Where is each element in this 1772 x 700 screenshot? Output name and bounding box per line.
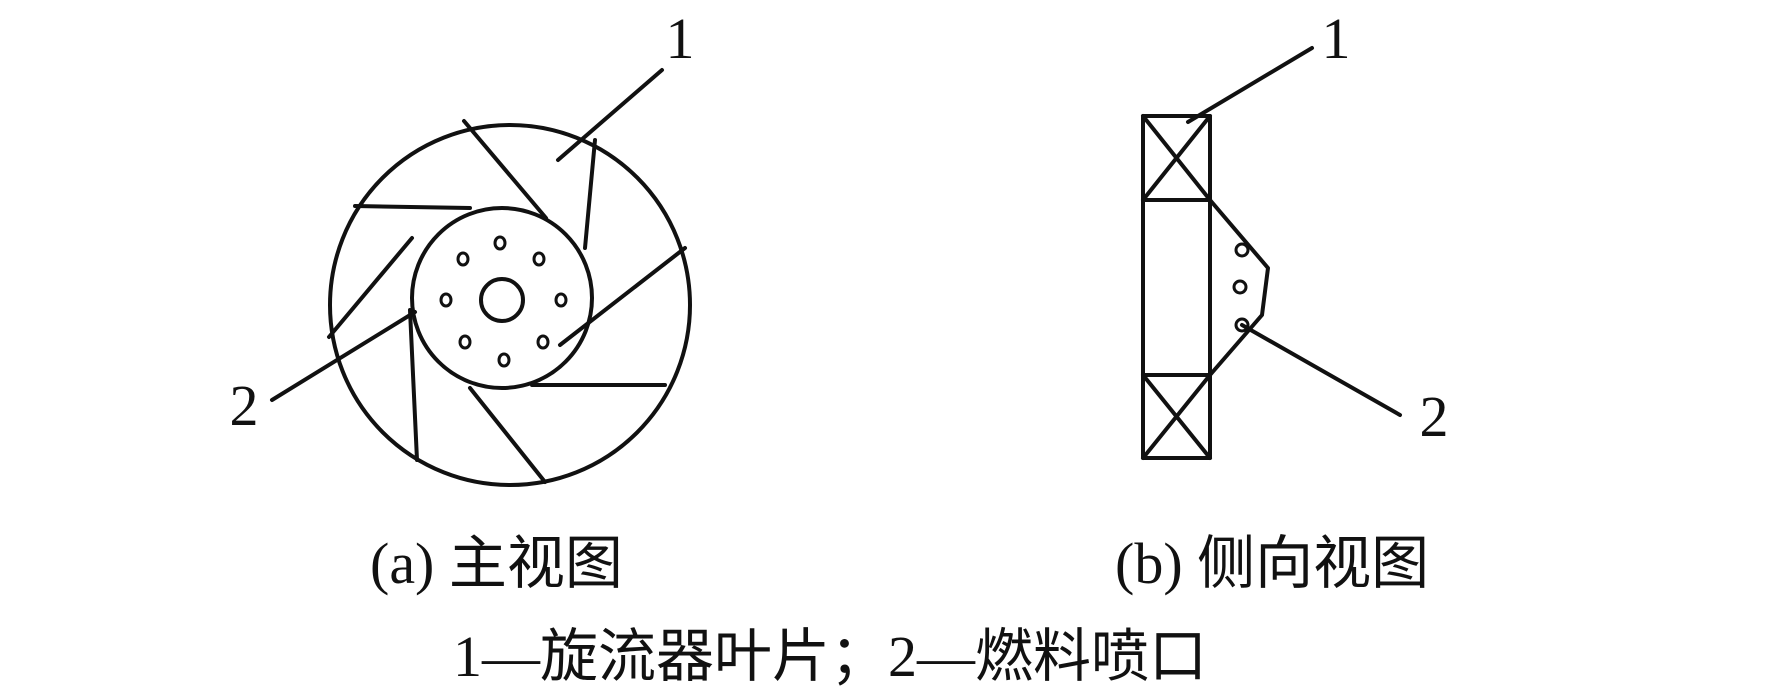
- leader-line-2a: [270, 310, 417, 402]
- leader-line-1b: [1186, 46, 1314, 124]
- swirler-vanes: [327, 119, 687, 484]
- front-view: 1 2: [230, 6, 695, 487]
- callout-2-side: 2: [1420, 384, 1449, 449]
- side-view: 1 2: [1141, 6, 1449, 460]
- side-vane-sections: [1141, 114, 1212, 460]
- callout-1-side: 1: [1322, 6, 1351, 71]
- swirler-outer-ring: [328, 123, 692, 487]
- side-fuel-orifices: [1232, 242, 1250, 333]
- leader-line-2b: [1240, 323, 1402, 417]
- side-hub-profile: [1208, 198, 1270, 377]
- caption-front-view: (a) 主视图: [370, 531, 623, 596]
- leader-line-1a: [556, 68, 664, 162]
- caption-side-view: (b) 侧向视图: [1115, 531, 1430, 596]
- swirler-hub: [410, 206, 594, 390]
- fuel-orifices: [439, 235, 568, 368]
- callout-2-front: 2: [230, 373, 259, 438]
- side-outer-frame: [1141, 114, 1212, 460]
- callout-1-front: 1: [666, 6, 695, 71]
- legend: 1—旋流器叶片；2—燃料喷口: [453, 624, 1208, 689]
